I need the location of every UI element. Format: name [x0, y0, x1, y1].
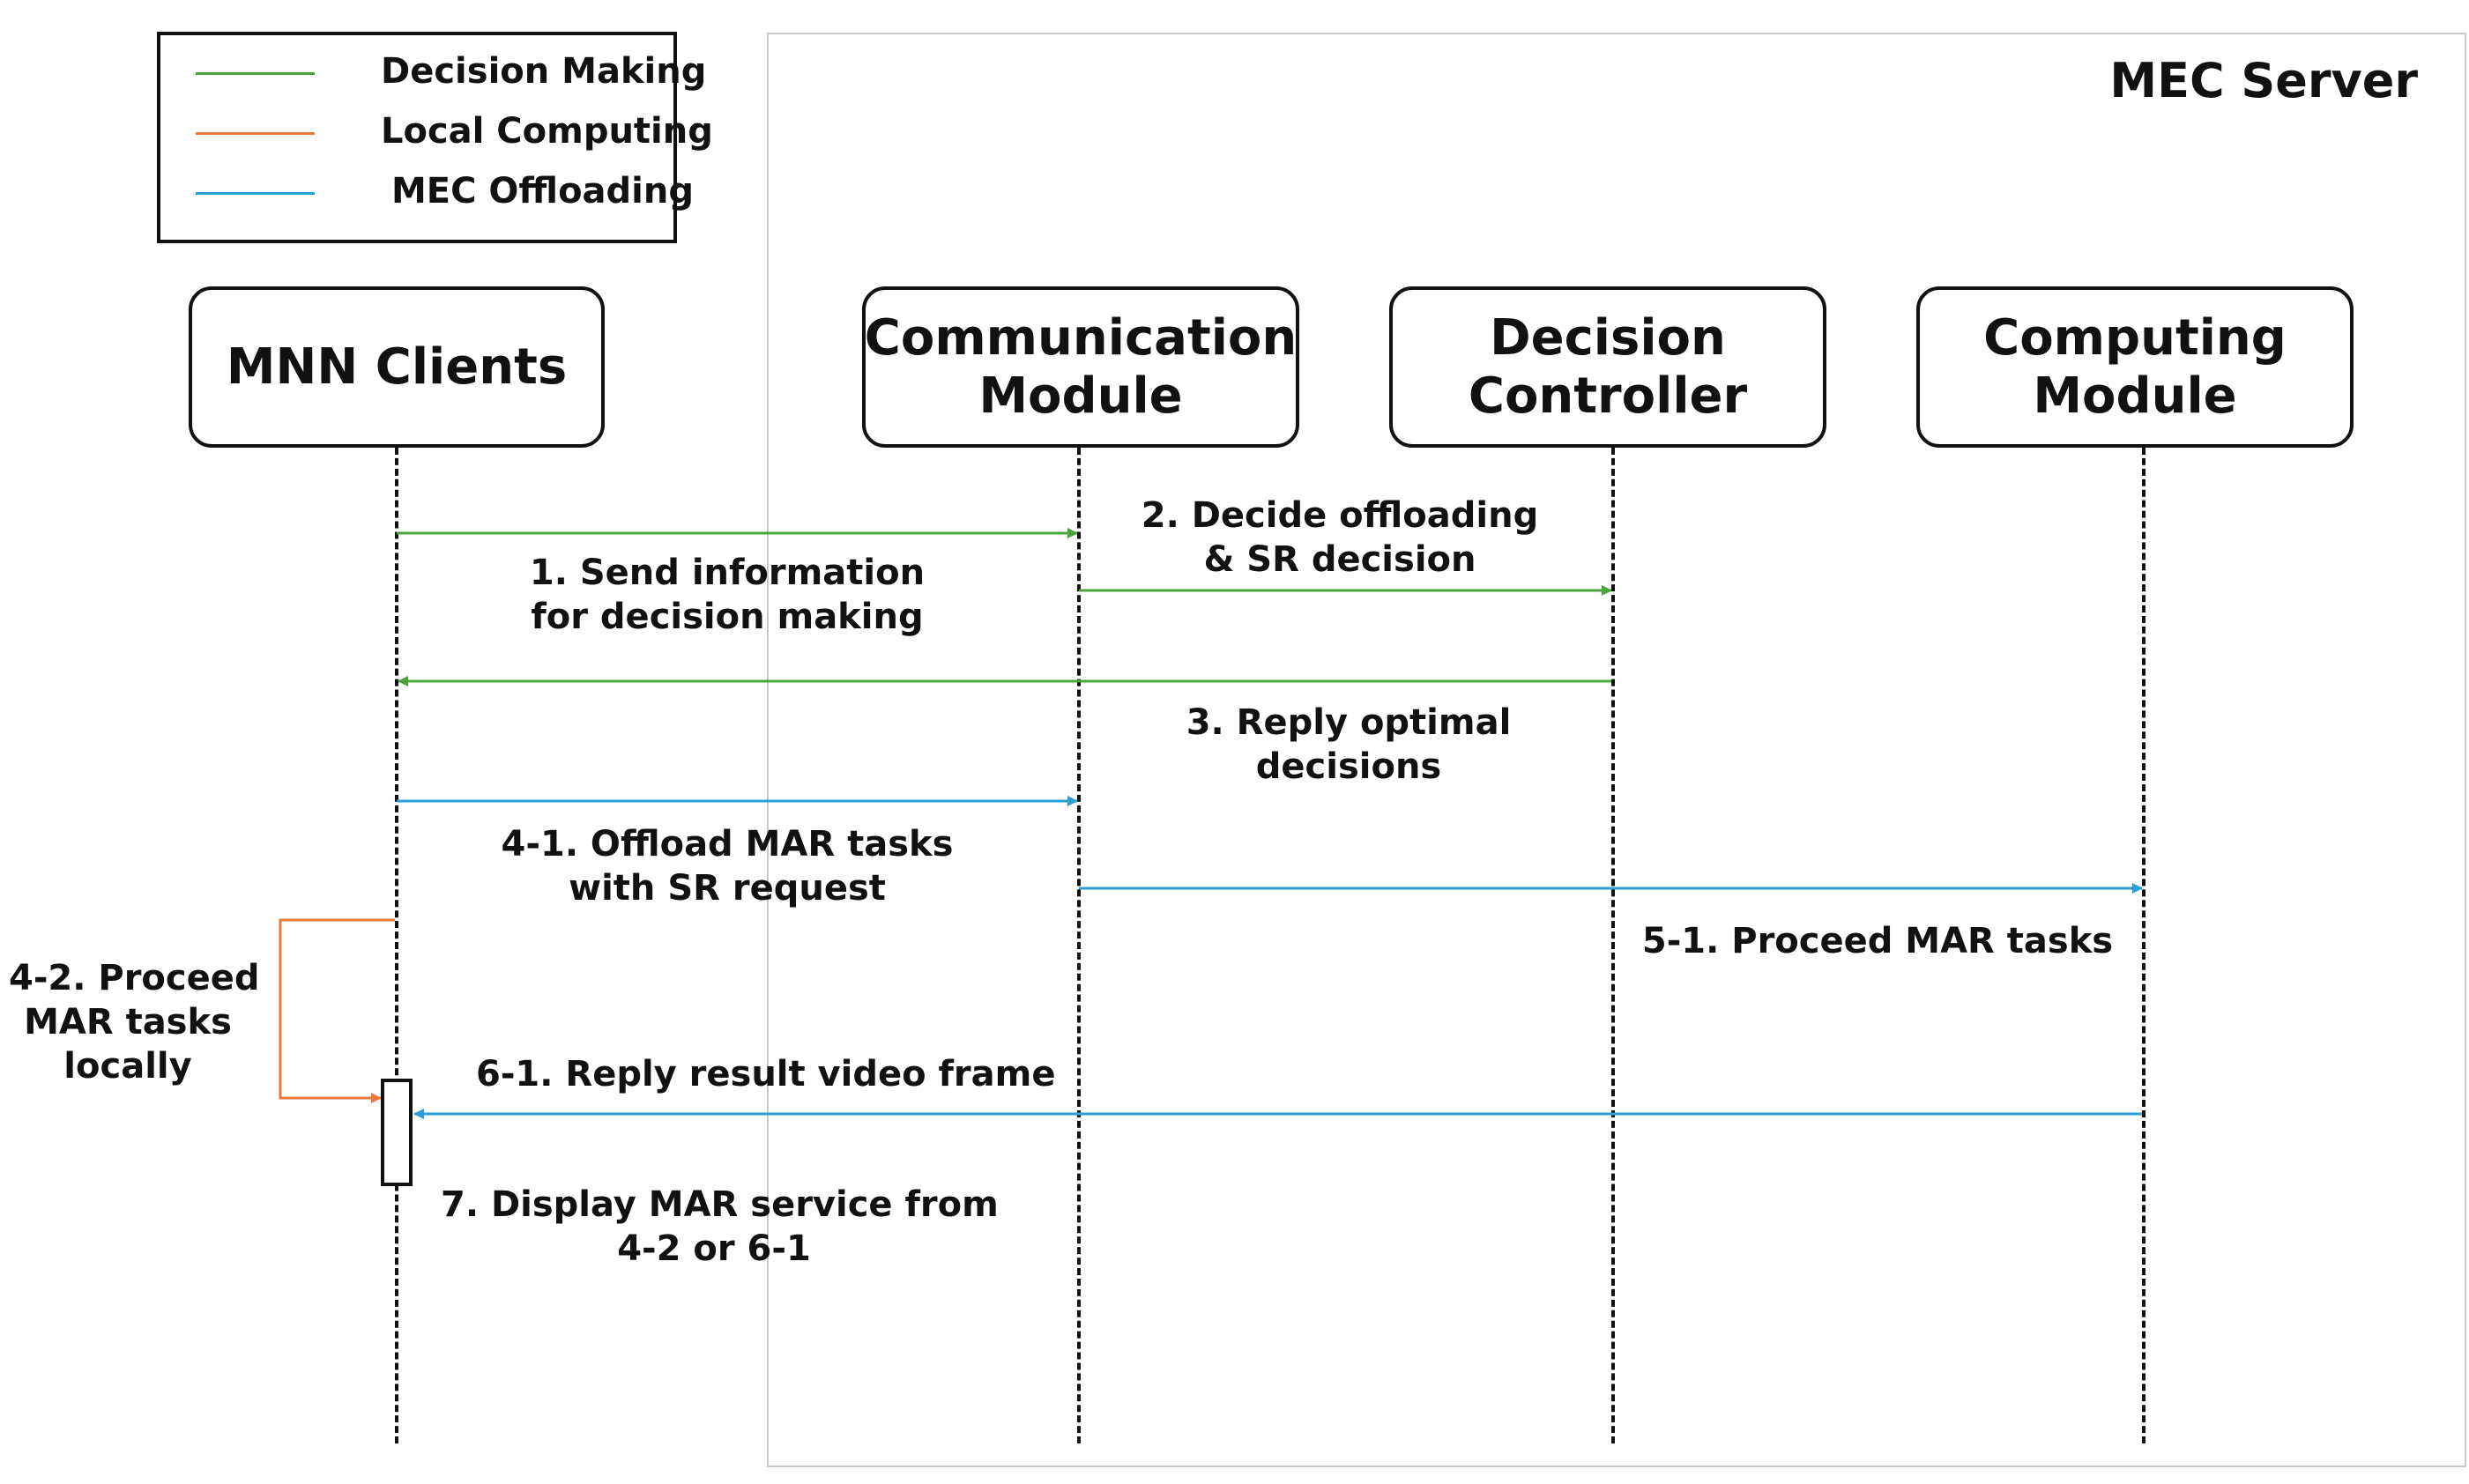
legend-swatch-decision	[196, 72, 315, 75]
message-label-line: 4-2. Proceed	[9, 958, 260, 998]
actor-label-line: Communication	[864, 308, 1298, 367]
lifeline-mnn-clients	[395, 448, 398, 1443]
mec-server-frame	[767, 33, 2466, 1467]
message-label-line: for decision making	[531, 597, 924, 637]
actor-communication-module: Communication Module	[862, 286, 1299, 448]
message-label-line: MAR tasks	[24, 1002, 232, 1043]
message-label-6-1: 6-1. Reply result video frame	[476, 1052, 1056, 1096]
actor-label-line: Module	[978, 367, 1183, 425]
message-label-line: 7. Display MAR service from	[441, 1184, 999, 1225]
mec-server-title: MEC Server	[2109, 53, 2418, 108]
message-label-line: 3. Reply optimal	[1186, 702, 1512, 743]
legend: Decision Making Local Computing MEC Offl…	[157, 32, 713, 243]
message-label-line: decisions	[1255, 746, 1442, 787]
legend-item-local-computing: Local Computing	[196, 104, 713, 157]
actor-label: Decision Controller	[1469, 309, 1747, 426]
message-label-line: & SR decision	[1203, 539, 1476, 580]
lifeline-decision-controller	[1611, 448, 1615, 1443]
actor-computing-module: Computing Module	[1916, 286, 2354, 448]
message-label-2: 2. Decide offloading & SR decision	[1119, 493, 1560, 582]
message-label-line: 2. Decide offloading	[1141, 495, 1539, 536]
legend-swatch-local	[196, 132, 315, 135]
legend-swatch-offload	[196, 192, 315, 195]
actor-label: Computing Module	[1983, 309, 2287, 426]
message-label-line: 4-2 or 6-1	[617, 1228, 811, 1269]
message-label-5-1: 5-1. Proceed MAR tasks	[1613, 919, 2142, 963]
lifeline-computing-module	[2142, 448, 2146, 1443]
legend-item-mec-offloading: MEC Offloading	[196, 164, 694, 217]
actor-label: MNN Clients	[226, 338, 568, 396]
actor-mnn-clients: MNN Clients	[189, 286, 605, 448]
message-label-line: 1. Send information	[529, 553, 926, 593]
activation-bar	[381, 1079, 413, 1186]
actor-label: Communication Module	[865, 309, 1298, 426]
message-label-4-1: 4-1. Offload MAR tasks with SR request	[485, 822, 970, 910]
actor-label-line: Module	[2033, 367, 2237, 425]
legend-label: Local Computing	[381, 111, 713, 152]
lifeline-communication-module	[1077, 448, 1081, 1443]
legend-label: MEC Offloading	[391, 171, 694, 211]
legend-label: Decision Making	[381, 51, 707, 92]
message-label-4-2: 4-2. Proceed MAR tasks locally	[9, 956, 260, 1088]
message-label-line: locally	[63, 1046, 192, 1087]
message-label-1: 1. Send information for decision making	[507, 551, 948, 639]
actor-label-line: Computing	[1983, 308, 2287, 367]
message-label-line: 4-1. Offload MAR tasks	[501, 824, 954, 864]
legend-item-decision-making: Decision Making	[196, 44, 706, 97]
message-label-line: 5-1. Proceed MAR tasks	[1641, 921, 2114, 961]
actor-decision-controller: Decision Controller	[1389, 286, 1826, 448]
message-label-3: 3. Reply optimal decisions	[1128, 701, 1569, 789]
actor-label-line: Decision	[1490, 308, 1726, 367]
arrow-msg-4-2	[279, 918, 395, 1103]
actor-label-line: Controller	[1468, 367, 1748, 425]
message-label-line: 6-1. Reply result video frame	[476, 1054, 1056, 1094]
message-label-line: with SR request	[569, 868, 886, 909]
message-label-7: 7. Display MAR service from 4-2 or 6-1	[441, 1183, 999, 1271]
